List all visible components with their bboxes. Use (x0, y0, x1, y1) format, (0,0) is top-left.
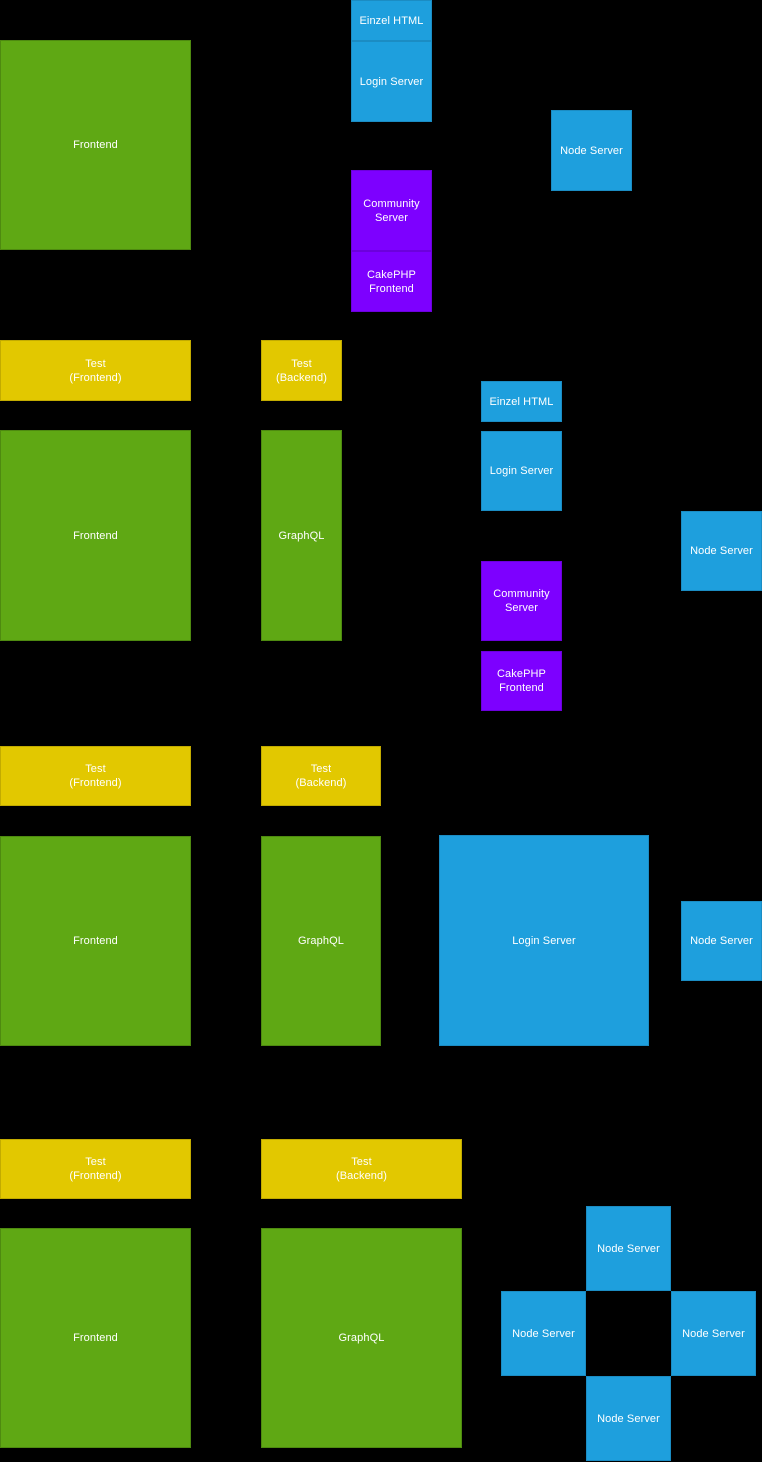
node-box-label: Einzel HTML (489, 395, 554, 408)
node-box-label: Frontend (73, 139, 118, 151)
node-box-label: Node Server (560, 144, 623, 157)
node-box-label: GraphQL (338, 1332, 385, 1344)
node-box-login-server[interactable]: Login Server (439, 835, 649, 1046)
node-box-node-server[interactable]: Node Server (551, 110, 632, 191)
node-box-label: Login Server (512, 934, 576, 947)
node-box-frontend[interactable]: Frontend (0, 836, 191, 1046)
node-box-community-server[interactable]: Community Server (481, 561, 562, 641)
node-box-einzel-html[interactable]: Einzel HTML (481, 381, 562, 422)
node-box-frontend[interactable]: Frontend (0, 430, 191, 641)
node-box-label: Test (Backend) (275, 357, 328, 384)
node-box-label: GraphQL (278, 529, 325, 542)
node-box-label: Community Server (493, 588, 550, 614)
node-box-label: Login Server (359, 75, 424, 88)
node-box-label: Test (Frontend) (69, 763, 122, 789)
node-box-test-frontend[interactable]: Test (Frontend) (0, 746, 191, 806)
node-box-label: Node Server (597, 1242, 660, 1255)
node-box-node-server[interactable]: Node Server (586, 1376, 671, 1461)
node-box-label: Node Server (597, 1412, 660, 1425)
node-box-label: Einzel HTML (359, 14, 424, 27)
node-box-test-frontend[interactable]: Test (Frontend) (0, 1139, 191, 1199)
node-box-label: CakePHP Frontend (367, 268, 416, 295)
node-box-label: Community Server (363, 197, 420, 224)
node-box-label: Node Server (512, 1327, 575, 1340)
node-box-label: Frontend (73, 1332, 118, 1344)
node-box-label: Login Server (489, 465, 554, 477)
node-box-label: Test (Backend) (335, 1156, 388, 1182)
node-box-label: Test (Backend) (295, 763, 347, 789)
node-box-test-backend[interactable]: Test (Backend) (261, 746, 381, 806)
node-box-node-server[interactable]: Node Server (501, 1291, 586, 1376)
node-box-community-server[interactable]: Community Server (351, 170, 432, 251)
node-box-graphql[interactable]: GraphQL (261, 1228, 462, 1448)
node-box-label: Frontend (73, 529, 118, 542)
node-box-cakephp-frontend[interactable]: CakePHP Frontend (481, 651, 562, 711)
node-box-label: Frontend (73, 935, 118, 947)
node-box-cakephp-frontend[interactable]: CakePHP Frontend (351, 251, 432, 312)
node-box-label: Node Server (682, 1327, 745, 1340)
node-box-graphql[interactable]: GraphQL (261, 430, 342, 641)
node-box-label: Node Server (690, 935, 753, 947)
node-box-node-server[interactable]: Node Server (681, 511, 762, 591)
node-box-label: Test (Frontend) (69, 357, 122, 384)
node-box-test-backend[interactable]: Test (Backend) (261, 1139, 462, 1199)
node-box-label: Node Server (690, 545, 753, 557)
node-box-label: CakePHP Frontend (497, 668, 546, 694)
node-box-frontend[interactable]: Frontend (0, 40, 191, 250)
node-box-node-server[interactable]: Node Server (671, 1291, 756, 1376)
node-box-test-frontend[interactable]: Test (Frontend) (0, 340, 191, 401)
node-box-einzel-html[interactable]: Einzel HTML (351, 0, 432, 41)
node-box-graphql[interactable]: GraphQL (261, 836, 381, 1046)
node-box-login-server[interactable]: Login Server (481, 431, 562, 511)
node-box-login-server[interactable]: Login Server (351, 41, 432, 122)
node-box-test-backend[interactable]: Test (Backend) (261, 340, 342, 401)
node-box-frontend[interactable]: Frontend (0, 1228, 191, 1448)
node-box-node-server[interactable]: Node Server (586, 1206, 671, 1291)
node-box-label: Test (Frontend) (69, 1156, 122, 1182)
node-box-label: GraphQL (298, 935, 344, 947)
